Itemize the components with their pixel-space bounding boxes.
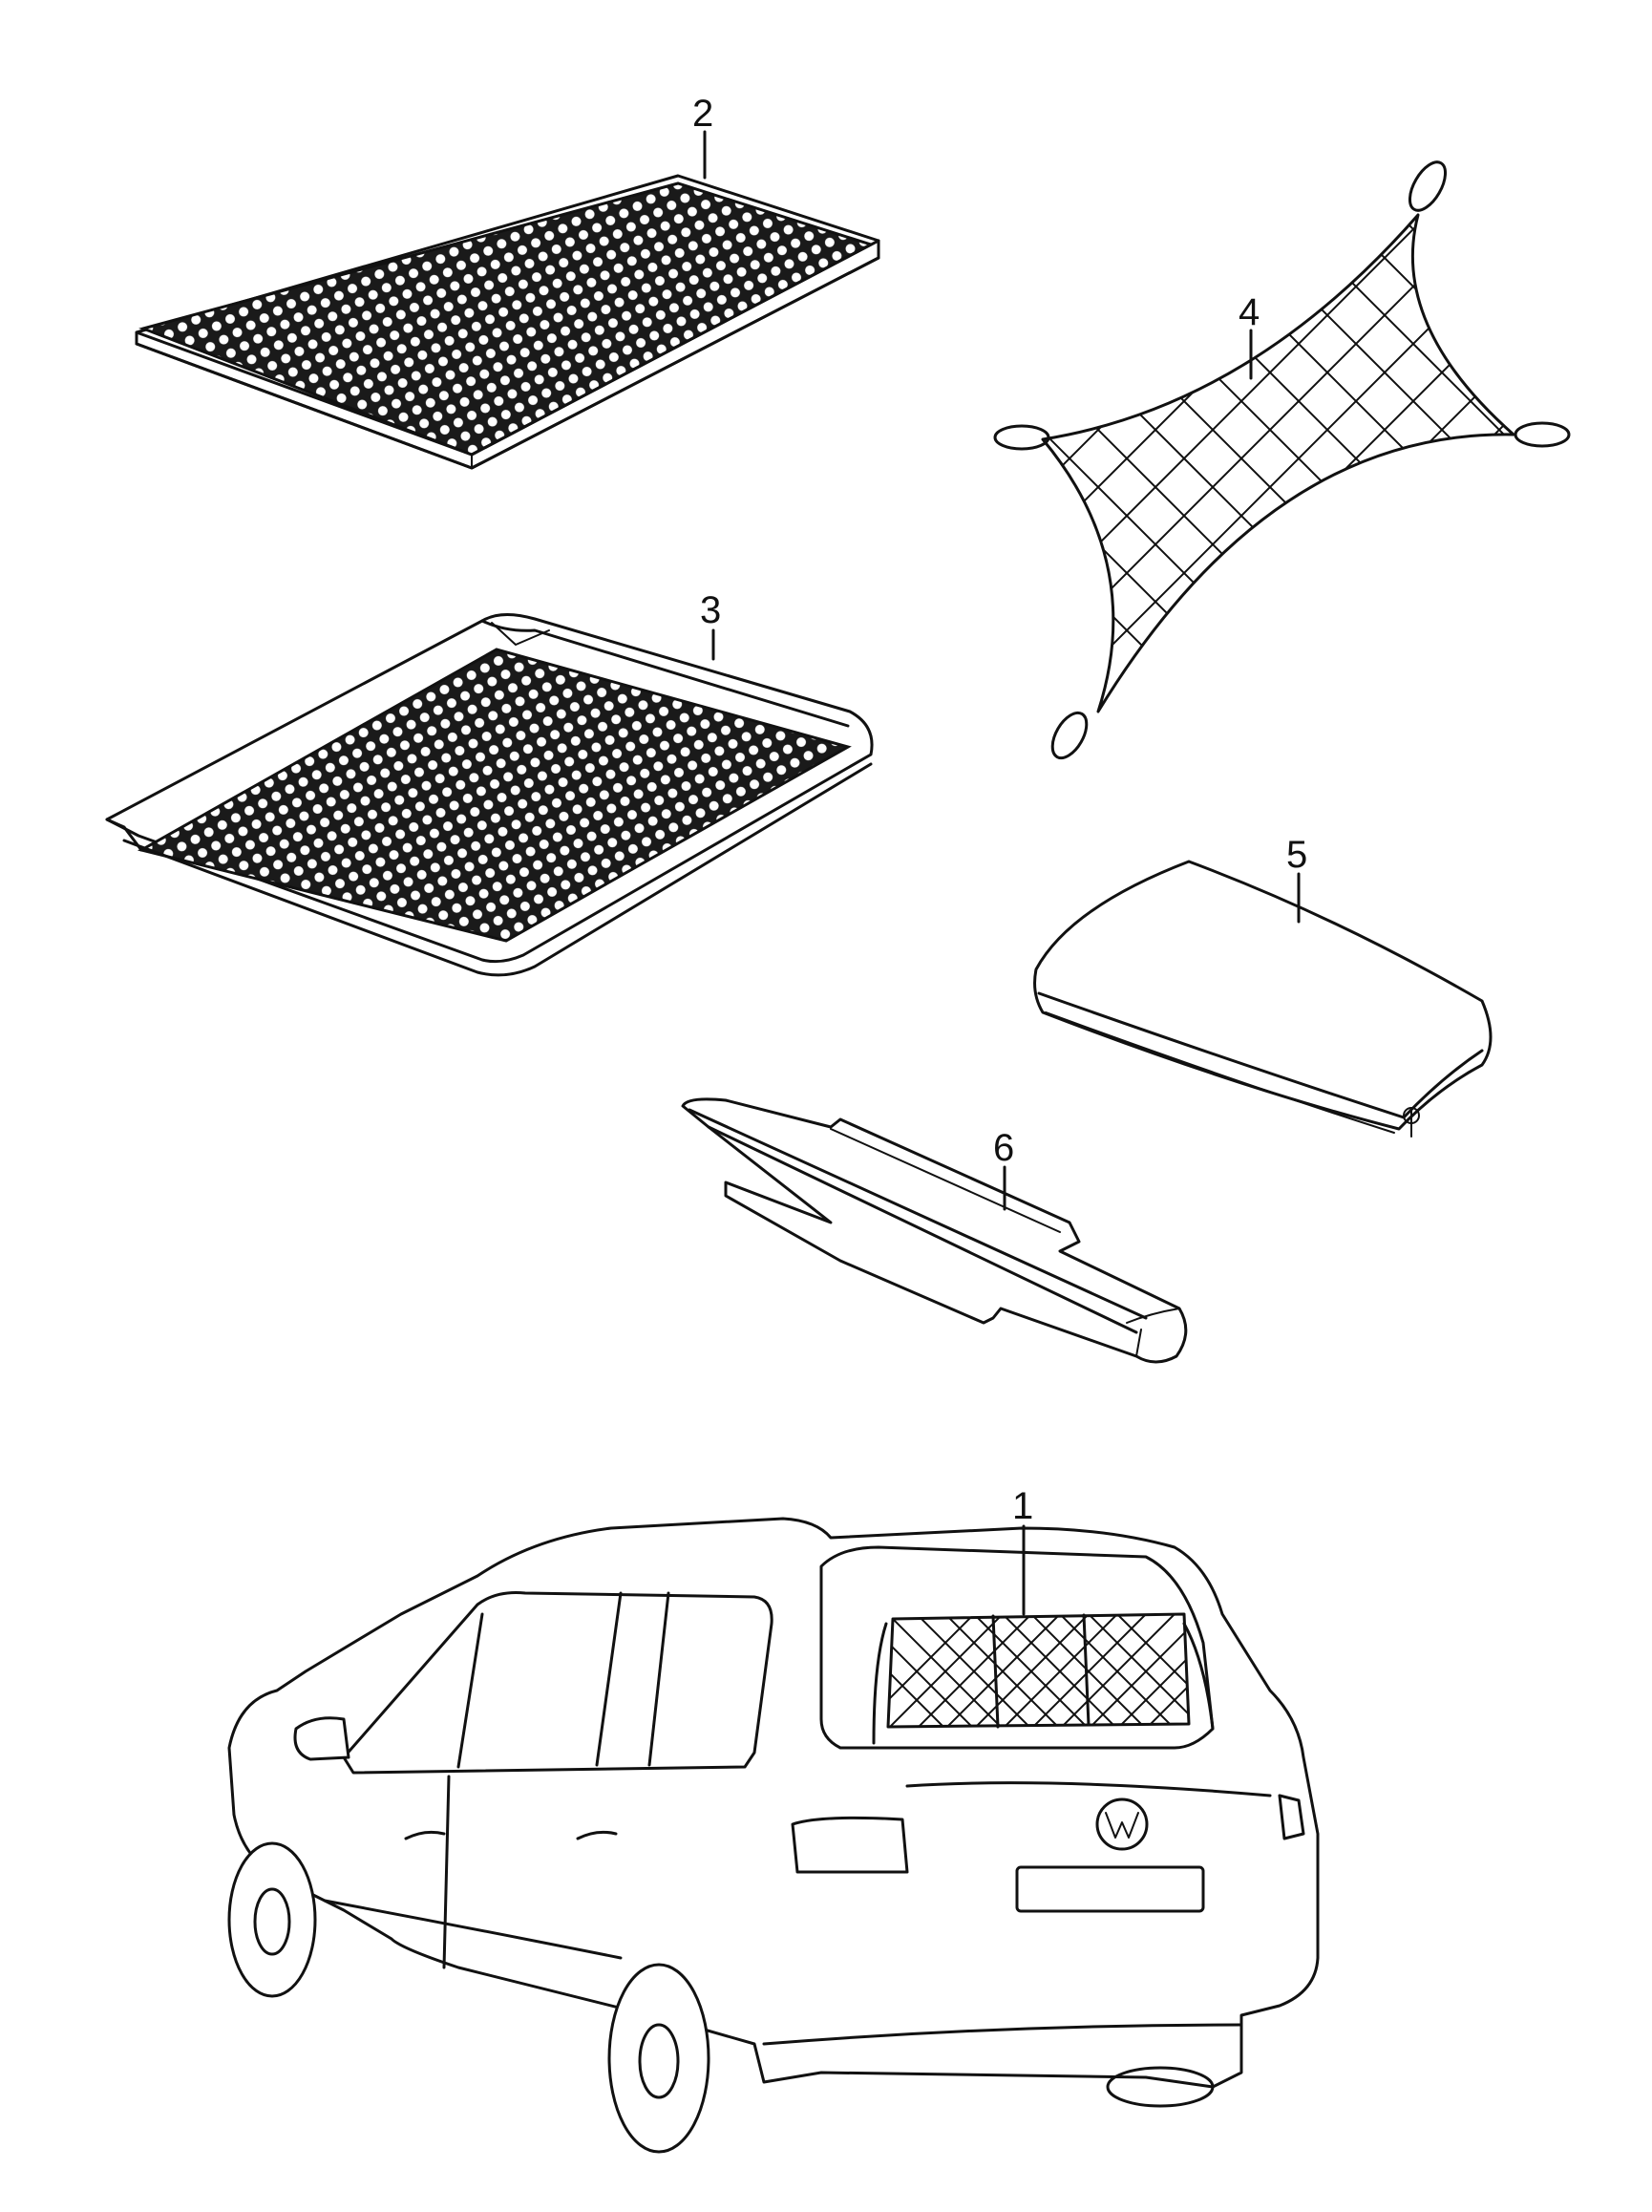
callout-leaders [703, 130, 1301, 1616]
part-5-cover-panel [1033, 860, 1493, 1138]
callout-3: 3 [700, 589, 721, 631]
callout-labels: 2 4 3 5 6 1 [692, 93, 1307, 1527]
callout-2: 2 [692, 93, 713, 135]
callout-1: 1 [1012, 1485, 1033, 1527]
callout-4: 4 [1239, 291, 1260, 333]
callout-6: 6 [993, 1127, 1014, 1169]
part-1-car [227, 1517, 1320, 2154]
part-3-luggage-tray [105, 613, 874, 977]
part-4-elastic-net [993, 160, 1571, 760]
part-2-floor-mat [135, 174, 880, 470]
callout-5: 5 [1286, 834, 1307, 876]
part-6-luggage-cover-roller [681, 1097, 1188, 1364]
